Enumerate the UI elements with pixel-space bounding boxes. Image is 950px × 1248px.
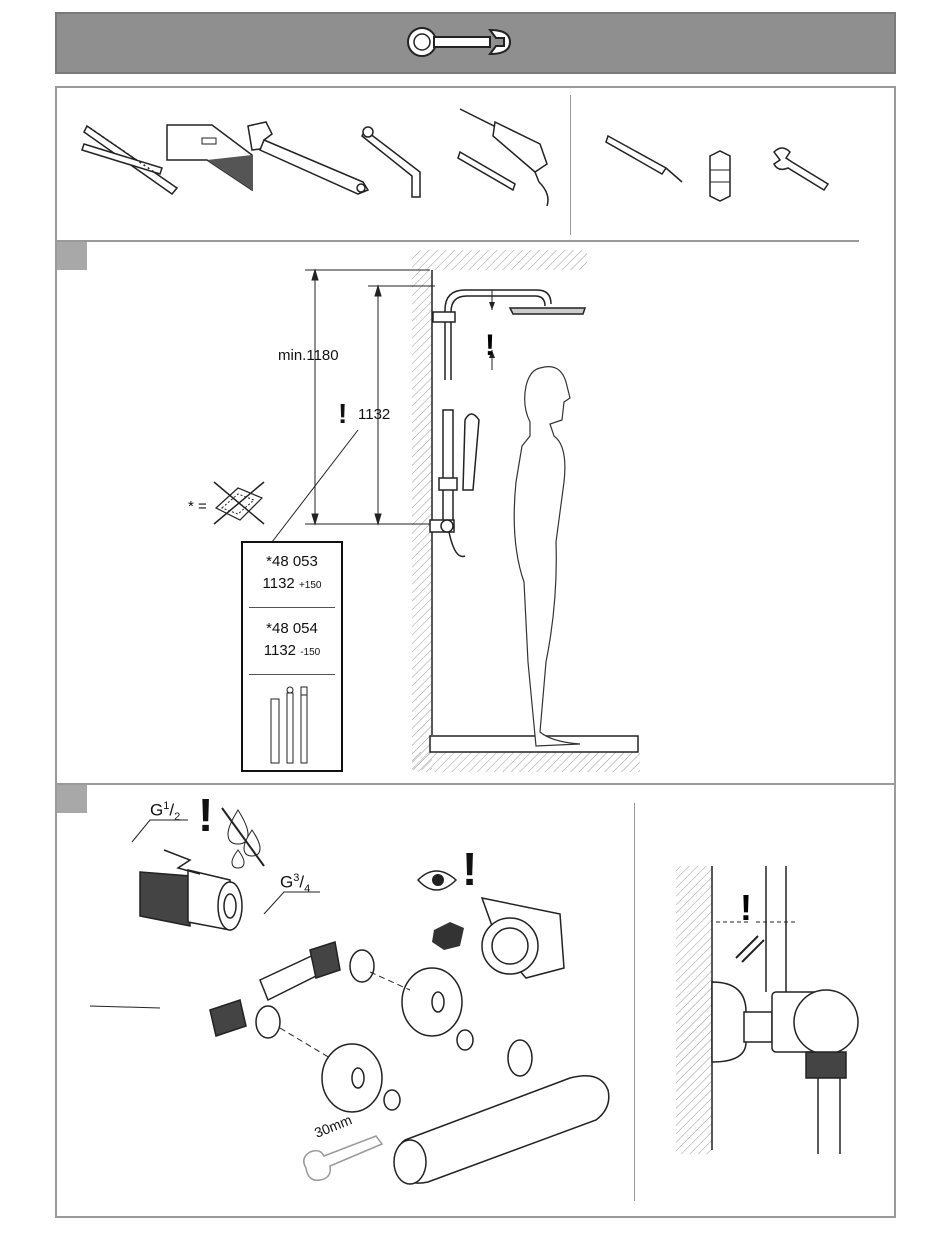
infobox-divider-2: [249, 674, 335, 675]
asterisk-equals: * =: [188, 498, 207, 515]
thread-half-leader: [128, 818, 198, 848]
wrench-icon: [400, 24, 520, 60]
warning-icon: !: [198, 788, 213, 842]
entry2-code: *48 054: [243, 618, 341, 640]
entry1-code: *48 053: [243, 551, 341, 573]
install-section-divider: [57, 783, 894, 785]
extension-info-box: *48 053 1132 +150 *48 054 1132 -150: [241, 541, 343, 772]
warning-icon: !: [338, 398, 347, 430]
header-banner: [55, 12, 896, 74]
drill-icon: [455, 104, 565, 208]
entry2-tolerance: -150: [300, 647, 320, 658]
entry2-value: 1132: [264, 642, 296, 659]
tools-vertical-divider: [570, 95, 571, 235]
height-label: 1132: [358, 406, 390, 423]
svg-text:!: !: [740, 887, 752, 928]
adjustable-wrench-icon: [238, 118, 378, 198]
floor-hatch: [412, 752, 640, 774]
thread-three-quarter-leader: [262, 890, 322, 920]
min-height-label: min.1180: [278, 347, 339, 364]
hex-socket-icon: [708, 150, 732, 202]
detail-vertical-divider: [634, 803, 635, 1201]
not-included-icon: [210, 478, 268, 528]
detail-view: !: [676, 862, 866, 1154]
infobox-divider-1: [249, 607, 335, 608]
person-silhouette: [500, 362, 590, 752]
leader-line: [270, 428, 370, 544]
tools-section-divider: [57, 240, 859, 242]
spanner-icon: [770, 144, 834, 192]
drill-bit-icon: [606, 128, 684, 184]
open-spanner-icon: [296, 1128, 396, 1188]
extension-rods-icon: [267, 685, 317, 769]
step-marker-2: [57, 242, 87, 270]
entry2-value-row: 1132 -150: [243, 640, 341, 664]
entry1-tolerance: +150: [299, 580, 322, 591]
entry1-value-row: 1132 +150: [243, 573, 341, 597]
svg-text:!: !: [485, 329, 495, 362]
entry1-value: 1132: [263, 575, 295, 592]
hex-key-icon: [360, 122, 445, 200]
step-marker-3: [57, 785, 87, 813]
